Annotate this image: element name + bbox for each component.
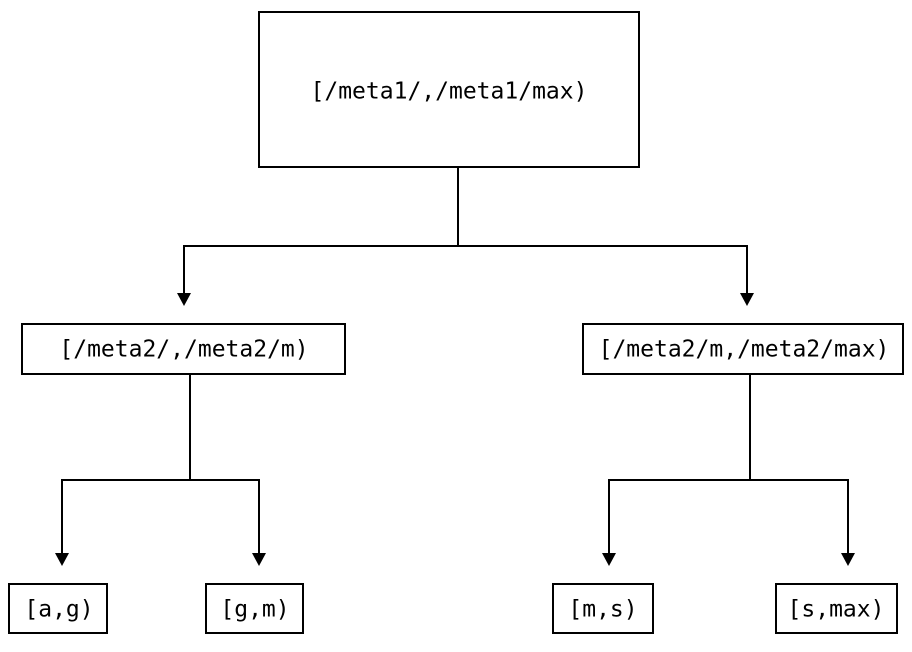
node-box-mid-right bbox=[581, 322, 905, 376]
node-label-root: [/meta1/,/meta1/max) bbox=[311, 79, 588, 105]
node-label-leaf-3: [m,s) bbox=[568, 597, 637, 623]
tree-node-leaf-3[interactable]: [m,s) bbox=[551, 582, 655, 635]
arrowhead-icon bbox=[602, 553, 616, 566]
tree-node-mid-left[interactable]: [/meta2/,/meta2/m) bbox=[20, 322, 347, 376]
tree-node-mid-right[interactable]: [/meta2/m,/meta2/max) bbox=[581, 322, 905, 376]
arrowhead-icon bbox=[740, 293, 754, 306]
node-label-mid-left: [/meta2/,/meta2/m) bbox=[59, 337, 308, 363]
arrowhead-icon bbox=[841, 553, 855, 566]
edge-mid-left-to-leaf-1 bbox=[55, 374, 192, 566]
tree-node-leaf-1[interactable]: [a,g) bbox=[7, 582, 109, 635]
node-label-leaf-4: [s,max) bbox=[788, 597, 885, 623]
edge-mid-right-to-leaf-3 bbox=[602, 374, 752, 566]
node-box-root bbox=[257, 10, 641, 169]
tree-node-leaf-4[interactable]: [s,max) bbox=[774, 582, 899, 635]
node-box-leaf-4 bbox=[774, 582, 899, 635]
node-label-leaf-2: [g,m) bbox=[220, 597, 289, 623]
arrowhead-icon bbox=[177, 293, 191, 306]
node-label-mid-right: [/meta2/m,/meta2/max) bbox=[599, 337, 890, 363]
node-box-leaf-3 bbox=[551, 582, 655, 635]
edge-root-to-mid-left bbox=[177, 167, 460, 306]
edge-mid-right-to-leaf-4 bbox=[748, 374, 855, 566]
arrowhead-icon bbox=[55, 553, 69, 566]
node-box-leaf-1 bbox=[7, 582, 109, 635]
tree-node-leaf-2[interactable]: [g,m) bbox=[204, 582, 305, 635]
node-box-mid-left bbox=[20, 322, 347, 376]
arrowhead-icon bbox=[252, 553, 266, 566]
edge-root-to-mid-right bbox=[456, 167, 754, 306]
node-box-leaf-2 bbox=[204, 582, 305, 635]
tree-node-root[interactable]: [/meta1/,/meta1/max) bbox=[257, 10, 641, 169]
node-label-leaf-1: [a,g) bbox=[24, 597, 93, 623]
edge-mid-left-to-leaf-2 bbox=[188, 374, 266, 566]
